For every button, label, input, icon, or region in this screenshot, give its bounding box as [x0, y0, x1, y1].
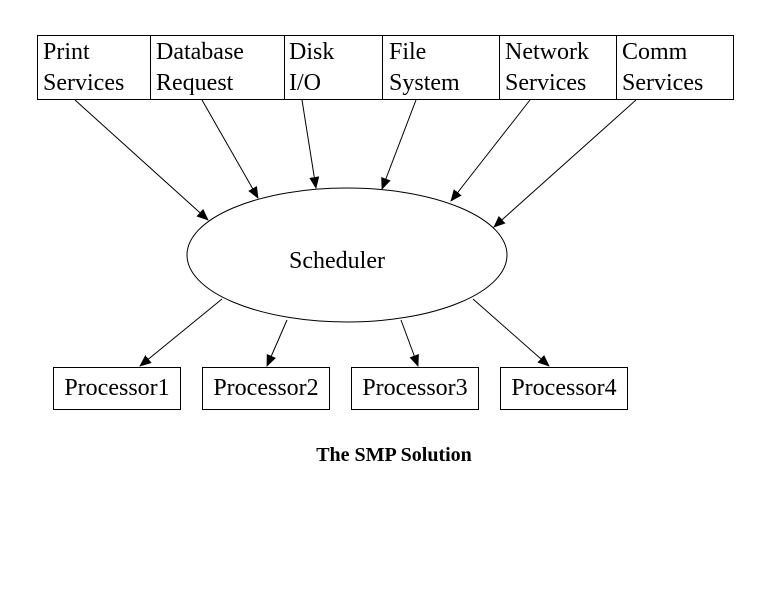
- processor-2: Processor2: [202, 367, 330, 410]
- processor-box: [351, 367, 479, 410]
- source-label: System: [389, 70, 460, 96]
- processor-1: Processor1: [53, 367, 181, 410]
- processor-label: Processor2: [213, 375, 318, 401]
- source-label: Network: [505, 39, 589, 65]
- source-file-system: File System: [389, 39, 460, 96]
- input-arrows: [74, 99, 637, 228]
- processor-4: Processor4: [500, 367, 628, 410]
- arrow: [139, 298, 223, 367]
- source-label: Database: [156, 39, 244, 65]
- scheduler-node: Scheduler: [186, 187, 508, 323]
- arrow: [301, 99, 320, 189]
- source-row-border: [37, 35, 734, 100]
- source-disk-io: Disk I/O: [289, 39, 334, 96]
- scheduler-ellipse: [186, 187, 508, 323]
- source-label: Services: [43, 70, 124, 96]
- source-label: Disk: [289, 39, 334, 65]
- source-row: Print Services Database Request Disk I/O…: [37, 35, 734, 100]
- source-label: Print: [43, 39, 90, 65]
- arrow: [400, 319, 419, 367]
- processor-label: Processor1: [64, 375, 169, 401]
- source-label: I/O: [289, 70, 321, 96]
- arrow: [266, 319, 288, 367]
- arrow: [472, 298, 550, 367]
- source-label: Services: [622, 70, 703, 96]
- diagram-caption: The SMP Solution: [316, 444, 472, 466]
- arrow: [74, 99, 209, 221]
- source-label: Services: [505, 70, 586, 96]
- source-comm-services: Comm Services: [622, 39, 703, 96]
- source-label: Comm: [622, 39, 688, 65]
- source-network-services: Network Services: [505, 39, 589, 96]
- source-label: File: [389, 39, 426, 65]
- source-print-services: Print Services: [43, 39, 124, 96]
- processor-box: [202, 367, 330, 410]
- output-arrows: [139, 298, 550, 367]
- source-label: Request: [156, 70, 234, 96]
- arrow: [201, 99, 259, 199]
- source-database-request: Database Request: [156, 39, 244, 96]
- processor-box: [53, 367, 181, 410]
- arrow: [450, 99, 531, 202]
- processor-box: [500, 367, 628, 410]
- processor-3: Processor3: [351, 367, 479, 410]
- processor-label: Processor3: [362, 375, 467, 401]
- scheduler-label: Scheduler: [289, 248, 385, 274]
- processor-label: Processor4: [511, 375, 616, 401]
- arrow: [381, 99, 417, 190]
- arrow: [493, 99, 637, 228]
